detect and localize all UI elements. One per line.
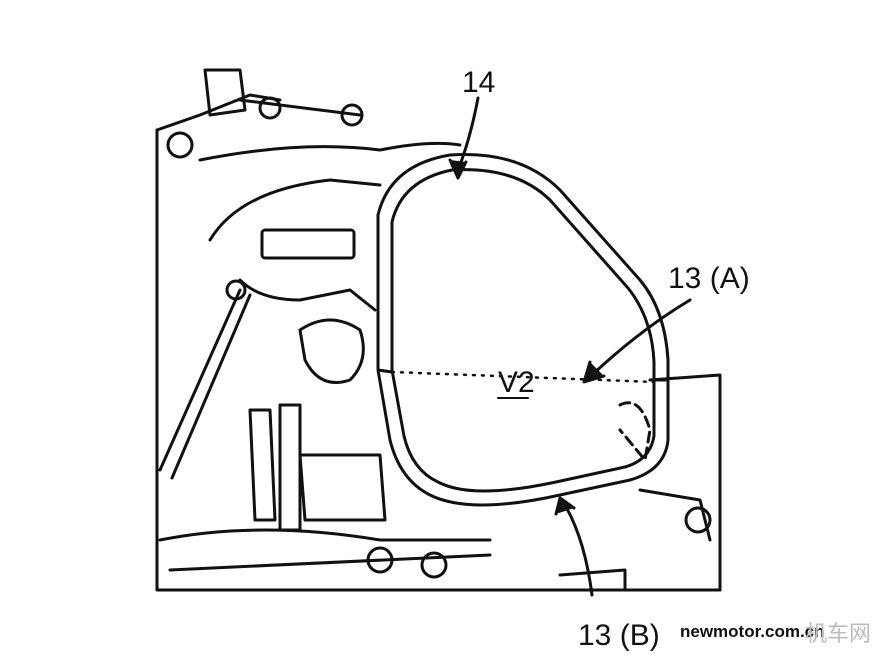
label-14: 14 <box>462 66 495 99</box>
leader-13b <box>563 503 594 597</box>
v2-dotted-line <box>390 370 656 384</box>
label-13a: 13 (A) <box>668 262 750 295</box>
arrow-14 <box>448 158 468 180</box>
watermark-brand: 机车网 <box>805 621 872 646</box>
leader-13a <box>590 298 692 377</box>
label-v2: V2 <box>498 366 535 399</box>
arrow-13a <box>582 360 606 384</box>
motorcycle-body <box>155 68 722 592</box>
frame-loop-14 <box>376 152 670 507</box>
watermark-site: newmotor.com.cn <box>680 622 825 641</box>
label-13b: 13 (B) <box>578 619 660 652</box>
leader-14 <box>456 96 480 172</box>
arrow-13b <box>554 496 576 516</box>
